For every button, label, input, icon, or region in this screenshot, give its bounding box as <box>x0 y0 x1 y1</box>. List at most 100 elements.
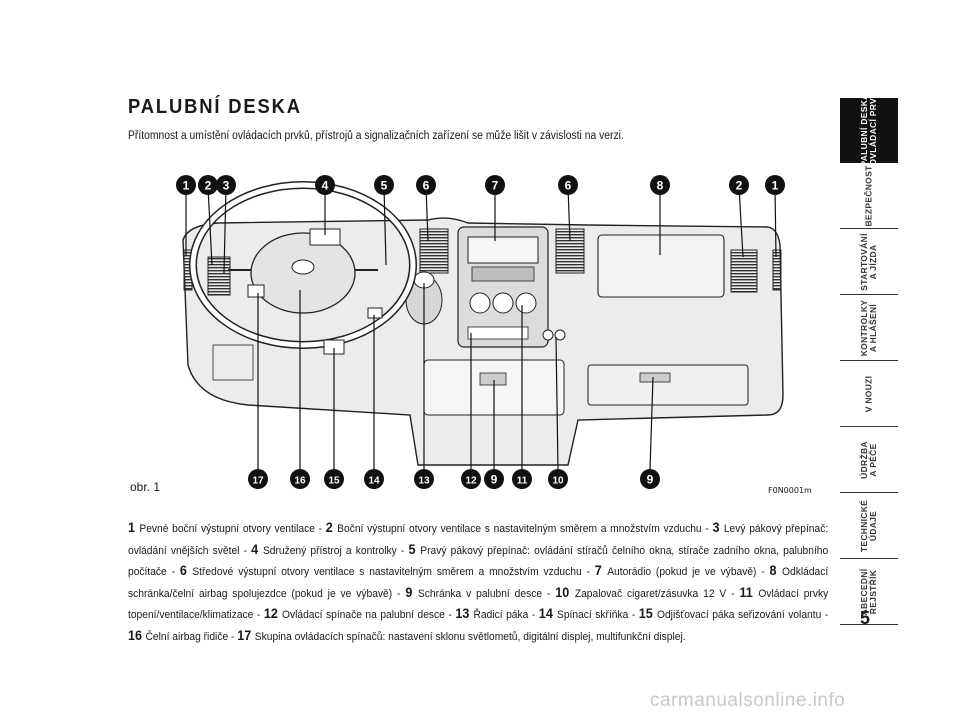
callout-top-label-1: 1 <box>183 179 190 193</box>
sidebar-tab-label: V NOUZI <box>863 375 874 413</box>
figure-label: obr. 1 <box>130 480 161 494</box>
center-vent-left <box>419 228 449 274</box>
sidebar-tab-label: PALUBNÍ DESKA A OVLÁDACÍ PRVKY <box>859 85 878 175</box>
legend-text: Autorádio (pokud je ve výbavě) - <box>607 566 770 578</box>
callout-top-label-3: 3 <box>223 179 230 193</box>
legend-text: Sdružený přístroj a kontrolky - <box>262 544 409 557</box>
callout-top-marker-2 <box>198 175 218 195</box>
knee-panel <box>212 344 254 381</box>
sidebar-tab-2[interactable]: BEZPEČNOST <box>840 164 898 229</box>
page-title: PALUBNÍ DESKA <box>128 96 302 118</box>
storage-handle <box>479 372 507 386</box>
sidebar-tab-label: KONTROLKY A HLÁŠENÍ <box>859 299 878 357</box>
passenger-airbag-panel <box>597 234 725 298</box>
callout-top-label-6: 6 <box>423 179 430 193</box>
leader-lines-bottom <box>257 283 654 471</box>
figure-code: F0N0001m <box>768 486 812 495</box>
legend-number: 7 <box>594 562 608 578</box>
legend-text: Ovládací spínače na palubní desce - <box>282 609 456 621</box>
callout-top-label-11: 1 <box>772 179 779 193</box>
sidebar-tab-4[interactable]: KONTROLKY A HLÁŠENÍ <box>840 296 898 361</box>
legend-text: Řadicí páka - <box>473 609 539 621</box>
lighter-socket <box>542 329 554 341</box>
legend-text: Pravý pákový přepínač: ovládání stíračů … <box>128 544 829 579</box>
callout-bottom-marker-2 <box>290 469 310 489</box>
sidebar-tab-7[interactable]: TECHNICKÉ ÚDAJE <box>840 494 898 559</box>
legend-text: Středové výstupní otvory ventilace s nas… <box>192 566 595 578</box>
sidebar-tab-1[interactable]: PALUBNÍ DESKA A OVLÁDACÍ PRVKY <box>840 86 898 174</box>
callout-bottom-marker-4 <box>364 469 384 489</box>
callout-top-marker-5 <box>374 175 394 195</box>
legend-number: 5 <box>408 540 421 557</box>
callout-bottom-label-1: 17 <box>252 476 264 487</box>
ignition-switch <box>367 307 383 319</box>
legend-text: Boční výstupní otvory ventilace s nastav… <box>337 523 713 535</box>
sidebar-tab-label: STARTOVÁNÍ A JÍZDA <box>859 233 878 291</box>
lower-glovebox <box>587 364 749 406</box>
callout-top-marker-7 <box>485 175 505 195</box>
radio-display <box>471 266 535 282</box>
legend-text: Čelní airbag řidiče - <box>145 630 238 643</box>
callout-bottom-label-7: 9 <box>491 473 498 487</box>
hvac-knob-left <box>469 292 491 314</box>
callout-bottom-label-8: 11 <box>517 476 528 487</box>
page-number: 5 <box>860 608 871 628</box>
callout-top-label-2: 2 <box>205 179 212 193</box>
callout-bottom-label-6: 12 <box>465 476 477 487</box>
left-switch-group <box>247 284 265 298</box>
legend-number: 12 <box>263 605 283 621</box>
legend-text: Spínací skříňka - <box>557 609 639 621</box>
legend-number: 17 <box>237 626 255 643</box>
switch-panel <box>467 326 529 340</box>
callout-top-marker-10 <box>729 175 749 195</box>
hvac-knob-right <box>515 292 537 314</box>
legend-number: 4 <box>251 540 263 557</box>
sidebar-tab-6[interactable]: ÚDRŽBA A PÉČE <box>840 428 898 493</box>
legend-number: 1 <box>128 519 140 535</box>
callout-bottom-label-4: 14 <box>368 476 380 487</box>
sidebar-tab-8[interactable]: ABECEDNÍ REJSTŘÍK <box>840 560 898 625</box>
figure-legend: 1 Pevné boční výstupní otvory ventilace … <box>128 518 828 647</box>
legend-text: Odjišťovací páka seřizování volantu - <box>656 609 829 621</box>
side-vent-right-adjustable <box>730 249 758 293</box>
sidebar-tab-3[interactable]: STARTOVÁNÍ A JÍZDA <box>840 230 898 295</box>
sidebar-tab-label: ÚDRŽBA A PÉČE <box>859 441 878 479</box>
callouts-bottom: 17 16 15 14 13 12 9 11 10 9 <box>248 469 660 489</box>
callout-bottom-marker-10 <box>640 469 660 489</box>
callout-bottom-label-5: 13 <box>418 476 430 487</box>
callout-bottom-label-2: 16 <box>294 476 306 487</box>
callout-top-label-10: 2 <box>736 179 743 193</box>
callout-top-marker-8 <box>558 175 578 195</box>
callout-bottom-marker-3 <box>324 469 344 489</box>
side-vent-right-fixed <box>772 249 782 291</box>
callout-bottom-label-10: 9 <box>647 473 654 487</box>
callout-top-label-9: 8 <box>657 179 664 193</box>
sidebar-tab-label: TECHNICKÉ ÚDAJE <box>859 499 878 553</box>
steering-logo <box>291 259 315 275</box>
callout-top-marker-4 <box>315 175 335 195</box>
legend-number: 16 <box>128 626 146 643</box>
legend-number: 8 <box>769 562 783 578</box>
callout-top-marker-3 <box>216 175 236 195</box>
callout-bottom-label-9: 10 <box>552 476 564 487</box>
legend-text: Pevné boční výstupní otvory ventilace - <box>139 523 326 535</box>
legend-number: 10 <box>555 583 575 600</box>
legend-number: 3 <box>712 519 724 535</box>
callout-bottom-label-3: 15 <box>328 476 340 487</box>
callout-top-label-4: 4 <box>322 179 329 193</box>
leader-lines-top <box>185 186 777 274</box>
sidebar-tab-5[interactable]: V NOUZI <box>840 362 898 427</box>
legend-number: 9 <box>405 583 418 600</box>
callout-top-marker-9 <box>650 175 670 195</box>
callout-bottom-marker-6 <box>461 469 481 489</box>
legend-number: 14 <box>538 605 558 621</box>
legend-text: Odkládací schránka/čelní airbag spolujez… <box>128 566 829 600</box>
callout-top-label-8: 6 <box>565 179 572 193</box>
legend-text: Levý pákový přepínač: ovládání vnějších … <box>128 523 829 557</box>
legend-number: 15 <box>638 605 657 621</box>
callout-bottom-marker-8 <box>512 469 532 489</box>
legend-text: Skupina ovládacích spínačů: nastavení sk… <box>254 630 686 643</box>
